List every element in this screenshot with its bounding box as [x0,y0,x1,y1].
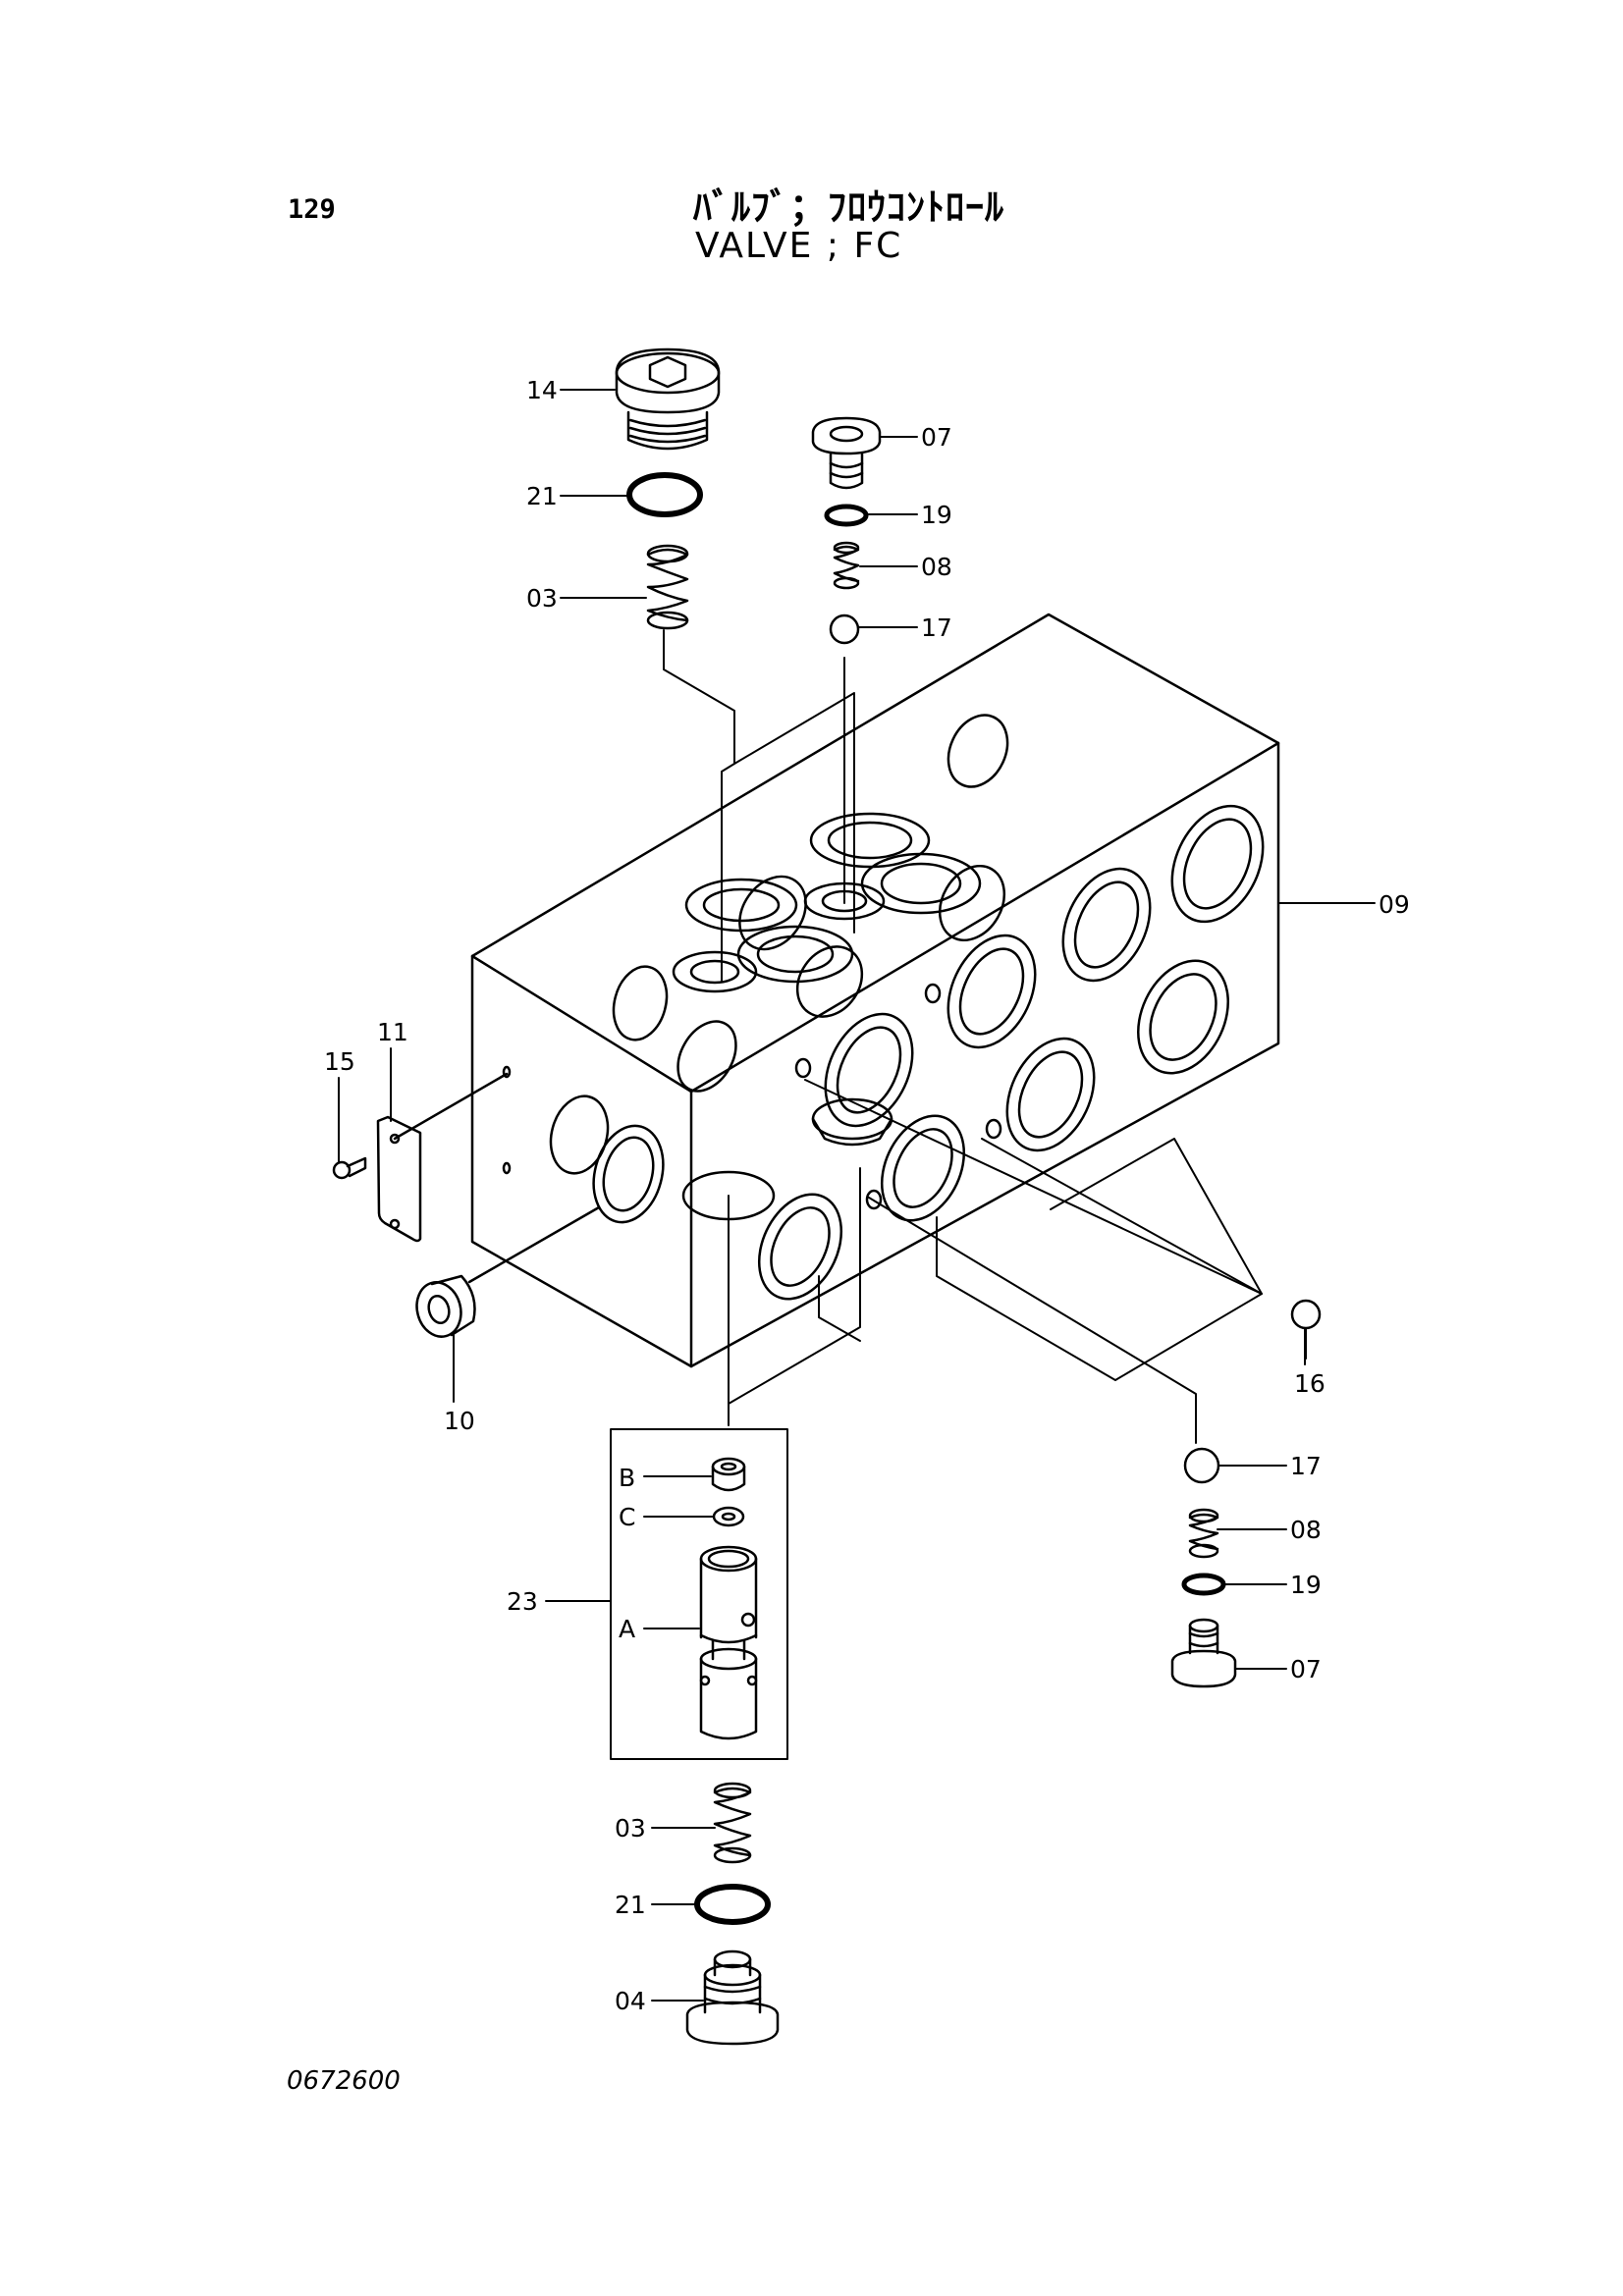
callout-03-top: 03 [526,584,558,613]
ball-17-right [1183,1447,1220,1484]
o-ring-19-right [1181,1573,1226,1596]
callout-03-bottom: 03 [615,1814,646,1842]
callout-c: C [619,1503,635,1531]
spring-08-right [1188,1508,1219,1559]
ball-16 [1290,1299,1322,1330]
callout-08-top: 08 [921,553,952,581]
plug-04 [685,1949,780,2046]
o-ring-19-top [824,504,869,527]
title-japanese: ﾊﾞﾙﾌﾞ；ﾌﾛｳｺﾝﾄﾛｰﾙ [693,186,1005,229]
callout-08-right: 08 [1290,1516,1322,1544]
callout-a: A [619,1615,635,1643]
callout-11: 11 [377,1018,408,1046]
callout-07-top: 07 [921,423,952,452]
callout-10: 10 [444,1407,475,1435]
callout-16: 16 [1294,1369,1325,1398]
o-ring-21-bottom [694,1884,771,1925]
callout-17-right: 17 [1290,1452,1322,1480]
callout-07-right: 07 [1290,1655,1322,1683]
screw-15 [332,1156,367,1180]
o-ring-21-top [626,472,703,517]
plug-07-top [811,416,882,490]
callout-14: 14 [526,376,558,404]
callout-21-bottom: 21 [615,1891,646,1919]
callout-09: 09 [1379,890,1410,919]
spring-08-top [833,541,860,590]
part-b [711,1457,746,1492]
title-english: VALVE ; FC [695,226,903,266]
kit-23-box [610,1428,788,1760]
spring-03-bottom [713,1782,752,1864]
spring-03-top [646,544,689,630]
callout-b: B [619,1464,635,1492]
callout-15: 15 [324,1047,355,1076]
part-c [712,1506,745,1527]
plate-11 [376,1072,509,1243]
callout-19-top: 19 [921,501,952,529]
callout-17-top: 17 [921,614,952,642]
callout-04: 04 [615,1987,646,2015]
callout-labels: 14 21 03 07 19 08 17 09 11 15 10 16 17 0… [324,376,1410,2015]
callout-19-right: 19 [1290,1571,1322,1599]
plug-07-right [1170,1618,1237,1688]
leader-lines [663,629,1376,1444]
callout-leaders [338,389,1307,2002]
plug-14 [615,347,721,451]
callout-21-top: 21 [526,482,558,510]
drawing-number: 0672600 [287,2066,401,2096]
valve-block [470,613,1280,1368]
callout-23: 23 [507,1587,538,1616]
ball-17-top [829,614,860,645]
plug-10 [415,1205,601,1338]
page-number: 129 [288,194,336,225]
part-a [699,1545,758,1740]
